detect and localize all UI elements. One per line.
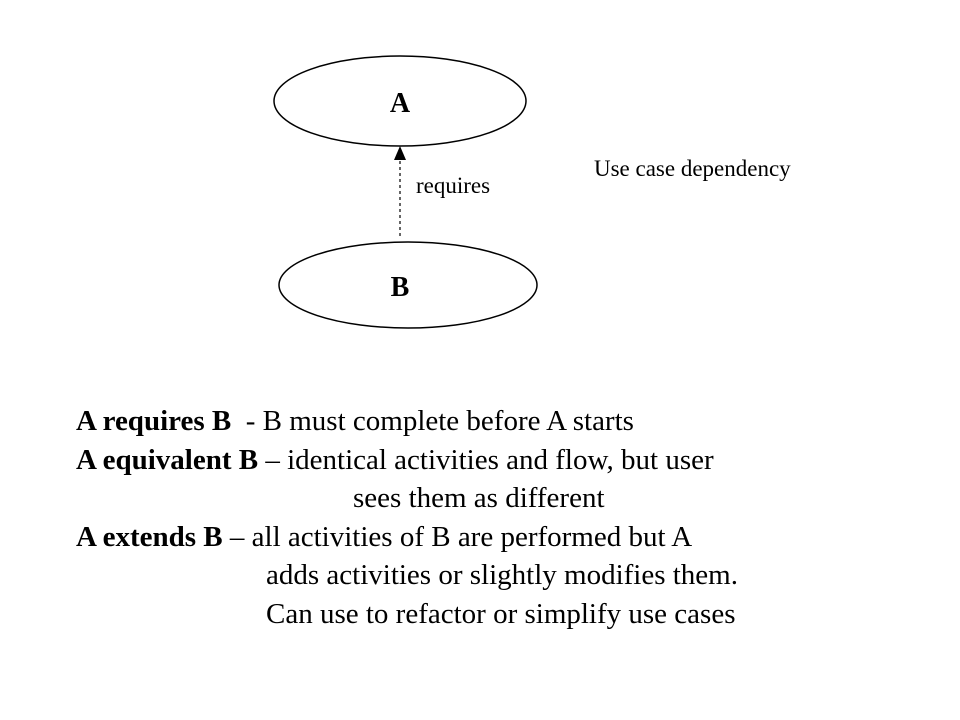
text-equivalent: – identical activities and flow, but use…	[258, 443, 714, 476]
use-case-a-label: A	[390, 88, 411, 119]
use-case-b-ellipse	[278, 241, 538, 329]
definition-equivalent-cont: sees them as different	[353, 482, 605, 514]
use-case-b: B	[278, 241, 538, 329]
term-requires: A requires B	[76, 405, 232, 437]
term-extends: A extends B	[76, 520, 223, 553]
text-extends: – all activities of B are performed but …	[222, 520, 693, 553]
use-case-diagram: A B requires	[273, 55, 538, 329]
edge-label: requires	[416, 173, 490, 198]
requires-edge: requires	[394, 146, 490, 236]
use-case-a: A	[273, 55, 527, 147]
definition-extends-cont-1: adds activities or slightly modifies the…	[266, 559, 738, 591]
definition-equivalent: A equivalent B – identical activities an…	[76, 441, 946, 480]
use-case-b-label: B	[391, 272, 410, 303]
definition-requires: A requires B - B must complete before A …	[76, 402, 946, 441]
term-equivalent: A equivalent B	[76, 443, 259, 476]
definitions-list: A requires B - B must complete before A …	[76, 402, 946, 633]
text-requires: - B must complete before A starts	[231, 405, 634, 437]
arrowhead-icon	[394, 146, 406, 160]
diagram-caption: Use case dependency	[594, 156, 791, 181]
definition-extends: A extends B – all activities of B are pe…	[76, 518, 946, 557]
definition-extends-cont-2: Can use to refactor or simplify use case…	[266, 597, 736, 630]
